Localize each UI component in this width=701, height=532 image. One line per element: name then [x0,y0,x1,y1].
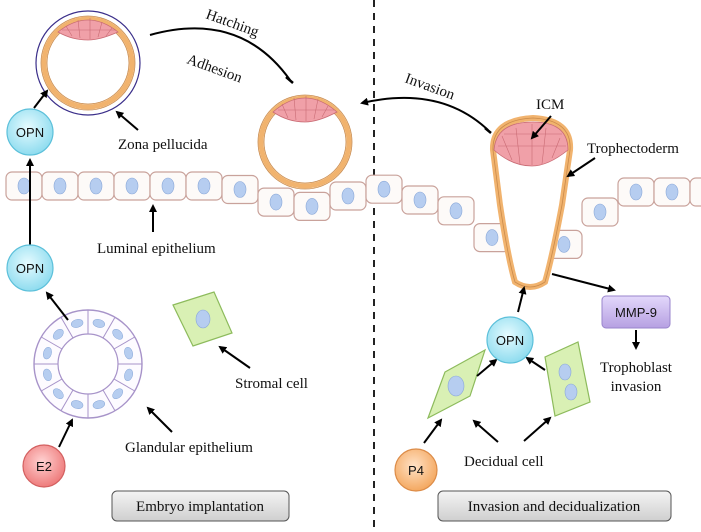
glandular-epithelium [33,309,143,419]
luminal-epithelium-layer [5,171,701,263]
stromal-cell-label: Stromal cell [235,376,308,392]
opn-right-to-trophoblast-arrow [517,286,527,313]
invasion-arrow [360,96,489,131]
decidual-cell-left [426,348,487,420]
zona-pellucida-ring [35,10,141,116]
epithelial-nucleus [341,187,355,205]
panel-left-title: Embryo implantation [136,499,264,515]
decidual-cell-label: Decidual cell [464,454,544,470]
luminal-epithelium-label: Luminal epithelium [97,241,216,257]
gland-cell-wall [40,336,63,350]
trophoblast-invasion-label-line2: invasion [611,379,662,395]
gland-cell-wall [60,316,74,339]
p4-to-decidual-arrow [423,418,443,444]
epithelial-nucleus [449,202,463,220]
opn-top-to-blastocyst-arrow [33,89,49,109]
opn-top-label: OPN [16,125,44,140]
stromal-pointer-arrow [218,345,251,369]
gland-cell-wall [113,336,136,350]
gland-cell-wall [102,389,116,412]
mmp9-label: MMP-9 [615,305,657,320]
zona-pellucida-label: Zona pellucida [118,137,208,153]
epithelial-nucleus [17,177,31,195]
epithelial-nucleus [665,183,679,201]
p4-node: P4 [394,448,438,492]
panel-right-caption: Invasion and decidualization [437,490,672,522]
decidual-cell-right [544,341,591,417]
epithelial-nucleus [593,203,607,221]
epithelial-nucleus [53,177,67,195]
gland-nucleus [92,400,106,409]
epithelial-nucleus [233,181,247,198]
gland-cell-wall [113,378,136,392]
epithelial-nucleus [197,177,211,195]
epithelial-nucleus [377,180,391,198]
epithelial-nucleus [413,191,427,209]
panel-right-title: Invasion and decidualization [468,499,641,515]
gland-nucleus [92,319,106,328]
stromal-nucleus [195,309,211,329]
inner-cell-mass [493,121,569,167]
e2-node: E2 [22,444,66,488]
panel-left-caption: Embryo implantation [111,490,290,522]
epithelial-nucleus [125,177,139,195]
epithelial-nucleus [629,183,643,201]
opn-mid-label: OPN [16,261,44,276]
decidual-label-to-right-arrow [523,416,552,442]
epithelial-nucleus [485,229,499,246]
e2-to-gland-arrow [58,418,74,448]
gland-lumen [57,333,119,395]
gland-nucleus [52,328,64,340]
epithelial-nucleus [557,236,571,253]
gland-nucleus [124,368,133,382]
gland-nucleus [70,400,84,409]
adhesion-label: Adhesion [185,52,245,87]
epithelial-nucleus [305,198,319,215]
gland-nucleus [112,328,124,340]
gland-pointer-arrow [146,406,173,433]
decidual-right-to-opn-arrow [525,356,546,371]
gland-to-opn-arrow [45,291,69,321]
gland-nucleus [52,388,64,400]
stromal-cell [172,291,233,347]
blastocyst-invading [489,114,574,290]
decidual-left-to-opn-arrow [476,358,498,377]
trophectoderm-pointer-arrow [566,157,596,178]
icm-pointer-arrow [530,115,552,140]
opn-node-mid: OPN [6,244,54,292]
trophoblast-to-mmp9-arrow [551,273,616,293]
blastocyst-adhesion [257,94,353,190]
epithelial-nucleus [269,193,283,211]
gland-nucleus [124,346,133,360]
icm-label: ICM [536,97,564,113]
trophectoderm-label: Trophectoderm [587,141,679,157]
arrows [26,27,640,448]
hatching-arrow [149,27,291,81]
gland-cell-wall [102,316,116,339]
gland-cell-wall [60,389,74,412]
gland-nucleus [43,346,52,360]
p4-label: P4 [408,463,424,478]
e2-label: E2 [36,459,52,474]
gland-nucleus [70,319,84,328]
gland-nucleus [112,388,124,400]
gland-nucleus [43,368,52,382]
epithelial-cell [689,177,701,207]
blastocyst-wall [41,16,135,110]
epithelial-nucleus [89,177,103,195]
opn-node-right: OPN [486,316,534,364]
opn-right-label: OPN [496,333,524,348]
zona-pointer-arrow [115,110,139,131]
glandular-epithelium-label: Glandular epithelium [125,440,253,456]
gland-cell-wall [40,378,63,392]
trophoblast-invasion-label-line1: Trophoblast [600,360,673,376]
opn-node-top: OPN [6,108,54,156]
epithelial-nucleus [161,177,175,195]
blastocyst-zona [35,10,141,116]
mmp9-node: MMP-9 [601,295,671,329]
decidual-label-to-left-arrow [472,419,499,443]
